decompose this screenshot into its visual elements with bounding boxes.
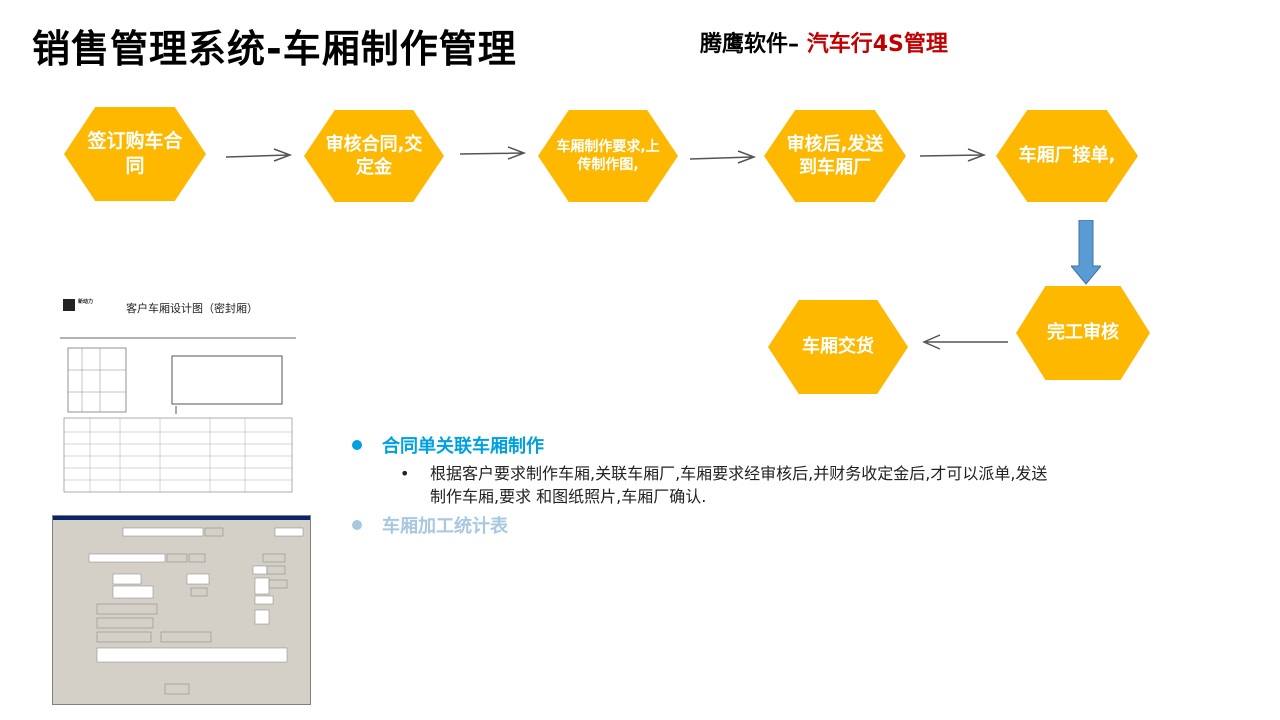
design-drawing-image: 新动力 客户车厢设计图（密封厢） [60,296,296,496]
window-titlebar [53,516,310,520]
car-body-form-screenshot [52,515,311,705]
flow-step-sign-contract: 签订购车合同 [64,107,206,201]
flow-arrow-right-icon [689,150,757,164]
flow-step-upload-drawing: 车厢制作要求,上传制作图, [538,110,678,202]
flow-step-delivery: 车厢交货 [768,300,908,394]
logo-text: 新动力 [78,299,94,305]
content-bullets: 合同单关联车厢制作 • 根据客户要求制作车厢,关联车厢厂,车厢要求经审核后,并财… [352,432,1072,538]
flow-arrow-right-icon [225,148,293,162]
page-title: 销售管理系统-车厢制作管理 [32,27,517,71]
design-drawing-graphic [60,299,296,493]
form-controls-graphic [88,527,304,695]
flow-arrow-down-icon [1071,220,1101,285]
logo-icon [63,299,75,311]
brand-prefix: 腾鹰软件– [700,32,800,57]
flow-step-completion-review: 完工审核 [1016,286,1150,380]
brand-accent: 汽车行4S管理 [806,32,948,57]
brand-line: 腾鹰软件– 汽车行4S管理 [700,26,948,58]
flow-step-send-factory: 审核后,发送到车厢厂 [764,110,906,202]
bullet-processing-stats: 车厢加工统计表 [352,512,1072,538]
bullet-contract-linked: 合同单关联车厢制作 [352,432,1072,458]
flow-step-review-contract: 审核合同,交定金 [304,110,444,202]
sub-bullet-text: 根据客户要求制作车厢,关联车厢厂,车厢要求经审核后,并财务收定金后,才可以派单,… [430,464,1048,507]
flow-arrow-right-icon [919,148,987,162]
sub-bullet: • 根据客户要求制作车厢,关联车厢厂,车厢要求经审核后,并财务收定金后,才可以派… [400,462,1072,508]
bullet-dot-icon [352,520,362,531]
design-drawing-title: 客户车厢设计图（密封厢） [126,302,258,315]
flow-arrow-right-icon [459,146,527,160]
flow-step-factory-accept: 车厢厂接单, [996,110,1138,202]
sub-bullet-dot-icon: • [400,464,410,483]
flow-arrow-left-icon [922,334,1008,350]
bullet-dot-icon [352,440,362,450]
